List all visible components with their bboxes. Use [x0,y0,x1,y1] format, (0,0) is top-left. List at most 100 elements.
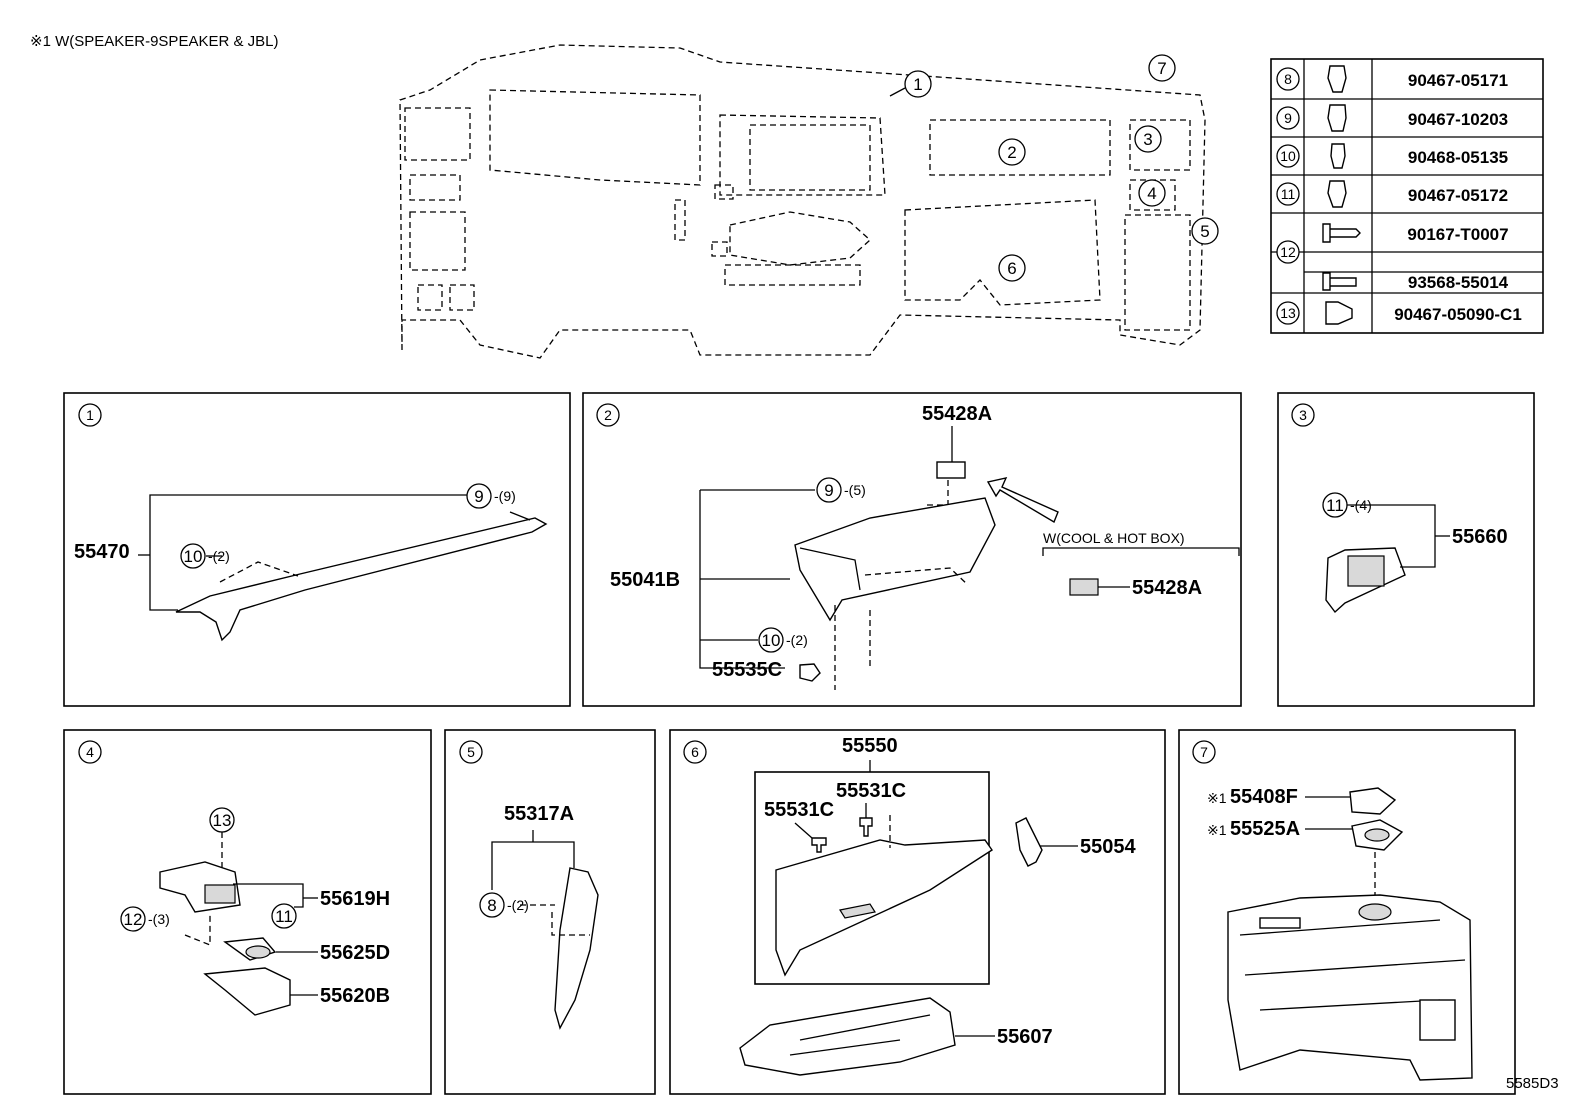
svg-text:8: 8 [487,896,496,915]
panel-7: 7 ※1 55408F ※1 55525A [1178,729,1516,1095]
figure-code: 5585D3 [1506,1075,1559,1092]
panel-3: 3 55660 11 -(4) [1277,392,1535,707]
arrow-icon [986,477,1059,524]
svg-text:11: 11 [1326,496,1344,515]
svg-text:※1: ※1 [1207,822,1227,838]
svg-text:-(4): -(4) [1350,497,1372,513]
screw-icon [1322,272,1357,291]
svg-text:1: 1 [913,75,922,94]
part-label-55428A: 55428A [922,403,992,425]
part-label-55428A-variant: 55428A [1132,577,1202,599]
svg-text:10: 10 [1280,148,1296,164]
clip-icon [1327,104,1347,132]
svg-text:13: 13 [1280,305,1296,321]
panel-4: 4 13 55619H 11 12 -(3) 55625D 55620B [63,729,432,1095]
svg-text:3: 3 [1143,130,1152,149]
table-row[interactable]: 10 90468-05135 [1276,143,1508,169]
part-label-55054: 55054 [1080,836,1136,858]
damper [1015,817,1043,867]
part-label-55531C-a: 55531C [836,780,906,802]
svg-text:12: 12 [124,910,143,929]
overview-callout-4[interactable]: 4 [1138,179,1166,207]
overview-callout-5[interactable]: 5 [1191,217,1219,245]
part-label-55607: 55607 [997,1026,1053,1048]
part-label-55408F: 55408F [1230,786,1298,808]
svg-text:13: 13 [213,811,232,830]
dashboard-assembly [1227,894,1473,1081]
svg-text:-(3): -(3) [148,911,170,927]
panel-6: 6 55550 55531C 55531C 55054 55607 [669,729,1166,1095]
svg-text:-(2): -(2) [786,632,808,648]
clip-icon [1327,180,1347,208]
svg-text:90467-05171: 90467-05171 [1408,71,1508,90]
pillar-garnish [175,517,548,642]
tray [203,967,291,1016]
part-label-55625D: 55625D [320,942,390,964]
svg-text:-(2): -(2) [507,897,529,913]
svg-text:5: 5 [467,744,475,760]
svg-text:-(9): -(9) [494,488,516,504]
svg-text:90467-10203: 90467-10203 [1408,110,1508,129]
svg-text:2: 2 [1007,143,1016,162]
svg-text:9: 9 [824,481,833,500]
svg-text:10: 10 [184,547,203,566]
overview-callout-3[interactable]: 3 [1134,125,1162,153]
bolt-icon [811,837,827,853]
svg-text:10: 10 [762,631,781,650]
part-label-55660: 55660 [1452,526,1508,548]
part-label-55525A: 55525A [1230,818,1300,840]
svg-text:12: 12 [1280,244,1296,260]
svg-text:90468-05135: 90468-05135 [1408,148,1508,167]
svg-text:-(5): -(5) [844,482,866,498]
dashboard-overview [399,44,1206,359]
variant-label: W(COOL & HOT BOX) [1043,530,1185,546]
svg-text:7: 7 [1157,59,1166,78]
part-label-55550: 55550 [842,735,898,757]
lower-panel [739,997,956,1076]
fastener-table: 8 90467-05171 9 90467-10203 10 90468-051… [1270,58,1544,334]
part-label-55470: 55470 [74,541,130,563]
overview-callout-1[interactable]: 1 [889,70,932,98]
svg-text:6: 6 [691,744,699,760]
bolt-icon [859,817,873,837]
svg-text:-(2): -(2) [208,548,230,564]
svg-text:9: 9 [1284,110,1292,126]
table-row[interactable]: 11 90467-05172 [1276,180,1508,208]
svg-text:11: 11 [1281,186,1296,202]
panel-5: 5 55317A 8 -(2) [444,729,656,1095]
svg-text:93568-55014: 93568-55014 [1408,273,1509,292]
table-row[interactable]: 13 90467-05090-C1 [1276,301,1522,325]
svg-text:9: 9 [474,487,483,506]
glove-box-door [775,839,993,977]
table-row[interactable]: 8 90467-05171 [1276,65,1508,93]
clip-icon [799,663,821,682]
clip-icon [1330,143,1346,169]
table-row[interactable]: 9 90467-10203 [1276,104,1508,132]
svg-text:6: 6 [1007,259,1016,278]
console-box [794,497,996,622]
svg-text:90467-05090-C1: 90467-05090-C1 [1394,305,1522,324]
svg-text:8: 8 [1284,71,1292,87]
part-label-55041B: 55041B [610,569,680,591]
panel-1: 1 55470 10 -(2) 9 -(9) [63,392,571,707]
svg-text:11: 11 [275,907,293,926]
part-label-55619H: 55619H [320,888,390,910]
overview-callout-7[interactable]: 7 [1148,54,1176,82]
table-row[interactable]: 93568-55014 [1322,272,1509,292]
panel-2: 2 55428A 55041B 55535C 9 -(5) 10 -(2) W(… [582,392,1242,707]
clip-icon [1327,65,1347,93]
speaker-grille [1349,787,1397,815]
svg-text:2: 2 [604,407,612,423]
header-note: ※1 W(SPEAKER-9SPEAKER & JBL) [30,33,278,50]
svg-text:4: 4 [86,744,94,760]
svg-text:3: 3 [1299,407,1307,423]
overview-callout-6[interactable]: 6 [998,254,1026,282]
svg-text:4: 4 [1147,184,1156,203]
svg-text:7: 7 [1200,744,1208,760]
table-row[interactable]: 12 90167-T0007 [1276,223,1509,264]
svg-text:※1: ※1 [1207,790,1227,806]
part-label-55535C: 55535C [712,659,782,681]
overview-callout-2[interactable]: 2 [998,138,1026,166]
part-label-55317A: 55317A [504,803,574,825]
